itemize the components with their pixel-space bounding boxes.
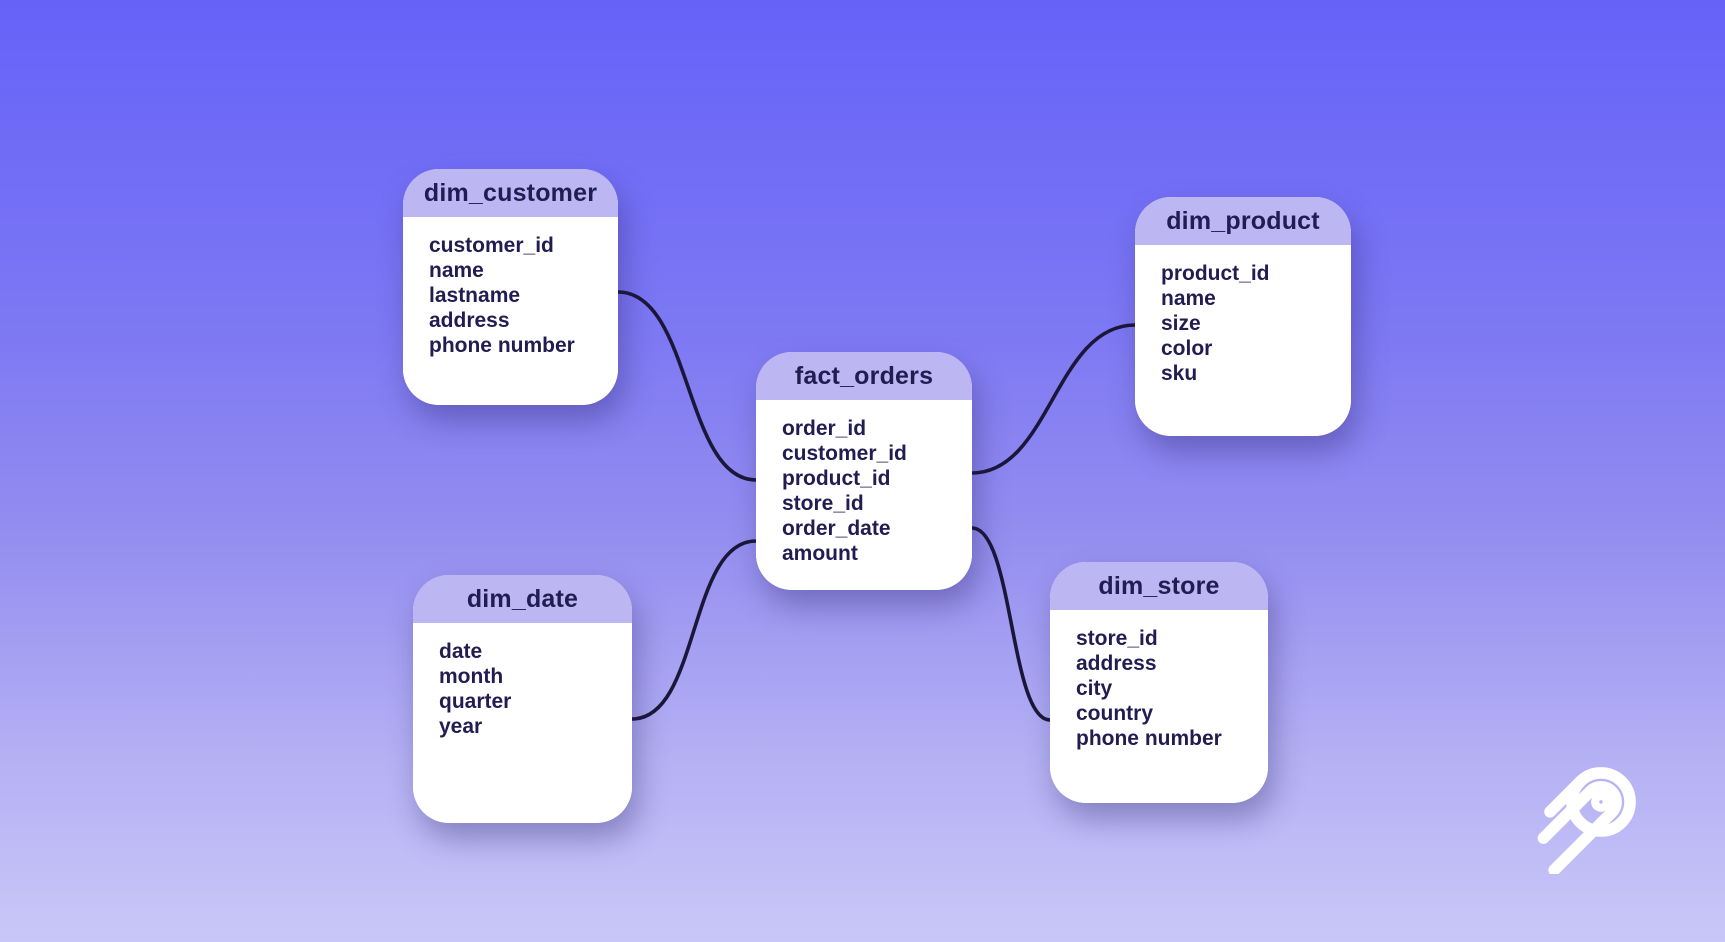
connector-dim_date-to-fact_orders [631, 539, 757, 721]
table-header: fact_orders [756, 352, 972, 400]
logo-loop-tails [1537, 781, 1622, 874]
table-field: order_id [782, 417, 867, 440]
connector-fact_orders-to-dim_product [971, 323, 1136, 475]
table-field: product_id [782, 467, 891, 490]
table-field: product_id [1161, 262, 1270, 285]
table-field: city [1076, 677, 1113, 700]
table-field: quarter [439, 690, 512, 713]
connector-dim_customer-to-fact_orders [617, 290, 757, 482]
table-field: year [439, 715, 483, 738]
logo-tail-short [1544, 777, 1585, 818]
table-field: name [1161, 287, 1216, 310]
table-title: dim_store [1098, 571, 1220, 600]
table-field: order_date [782, 517, 891, 540]
table-title: dim_product [1166, 206, 1320, 235]
table-field: store_id [782, 492, 864, 515]
table-header: dim_store [1050, 562, 1268, 610]
table-header: dim_customer [403, 169, 618, 217]
table-field: customer_id [782, 442, 907, 465]
table-field: lastname [429, 284, 521, 307]
table-field: date [439, 640, 483, 663]
table-field: country [1076, 702, 1154, 725]
connector-fact_orders-to-dim_store [971, 526, 1051, 722]
table-title: dim_customer [423, 178, 598, 207]
table-field: store_id [1076, 627, 1158, 650]
table-header: dim_product [1135, 197, 1351, 245]
table-field: phone number [429, 334, 575, 357]
table-field: address [429, 309, 510, 332]
table-title: fact_orders [794, 361, 934, 390]
table-field: customer_id [429, 234, 554, 257]
airbyte-logo [1537, 767, 1636, 874]
table-field: size [1161, 312, 1201, 335]
table-field: month [439, 665, 504, 688]
table-field: address [1076, 652, 1157, 675]
table-field: phone number [1076, 727, 1222, 750]
table-field: color [1161, 337, 1213, 360]
table-header: dim_date [413, 575, 632, 623]
table-field: name [429, 259, 484, 282]
table-field: sku [1161, 362, 1198, 385]
logo-dot [1591, 792, 1611, 812]
table-title: dim_date [466, 584, 579, 613]
table-field: amount [782, 542, 858, 565]
